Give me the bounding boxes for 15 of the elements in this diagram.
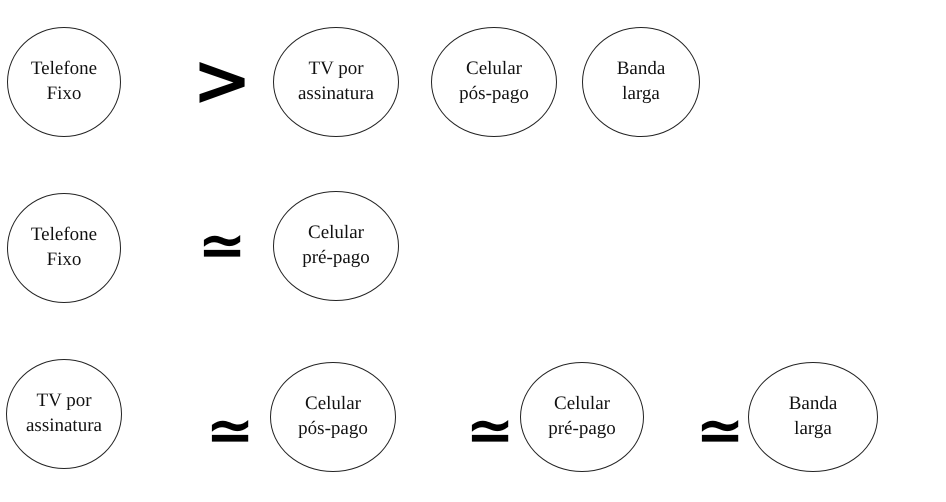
node-label: TV por assinatura [25,389,103,438]
approx-equal-sign: ≃ [466,401,514,459]
approx-equal-sign: ≃ [198,216,246,274]
greater-than-sign: > [192,44,252,116]
node-label: TV por assinatura [297,57,375,106]
node-label: Banda larga [788,392,838,441]
node-label: Celular pós-pago [458,57,530,106]
node-label: Telefone Fixo [30,57,98,106]
node-label: Banda larga [616,57,666,106]
approx-equal-sign: ≃ [696,401,744,459]
node-label: Celular pré-pago [547,392,617,441]
node-label: Telefone Fixo [30,223,98,272]
node-label: Celular pré-pago [301,221,371,270]
node-label: Celular pós-pago [297,392,369,441]
approx-equal-sign: ≃ [206,401,254,459]
